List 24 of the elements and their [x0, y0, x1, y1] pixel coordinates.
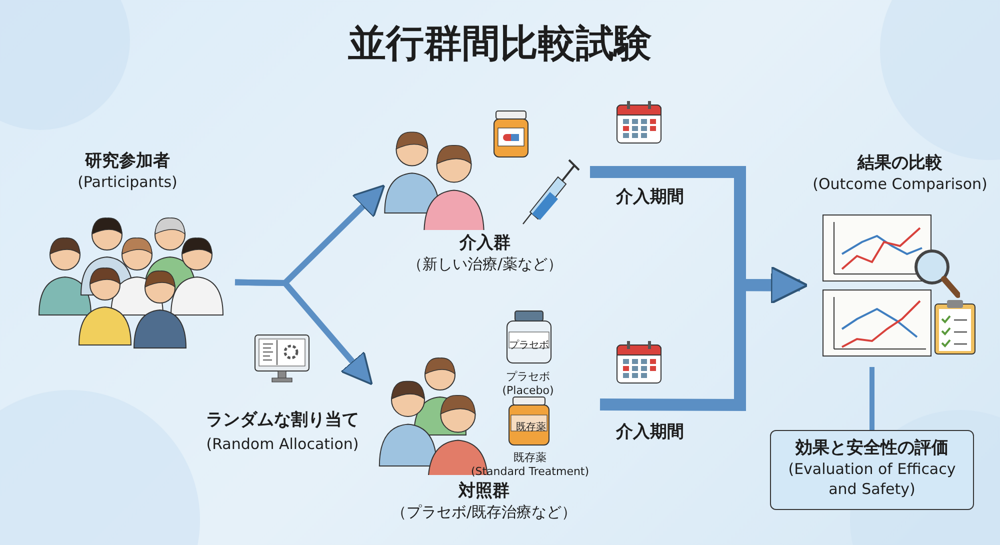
node-heading: 対照群 [458, 480, 510, 502]
edge-label: 介入期間 [616, 187, 684, 207]
item-caption: (Placebo) [502, 384, 554, 397]
node-subtitle: (Evaluation of Efficacy and Safety) [787, 459, 957, 499]
title: 並行群間比較試験 [348, 20, 652, 67]
item-caption: 既存薬 [514, 451, 546, 464]
bottle-label: プラセボ [509, 340, 549, 351]
node-heading: 介入群 [460, 232, 510, 254]
node-subtitle: (Participants) [78, 172, 178, 192]
arrow [234, 279, 373, 386]
connector-line [870, 367, 874, 430]
result-box [770, 430, 974, 510]
step-label: ランダムな割り当て [206, 410, 359, 430]
node-subtitle: （プラセボ/既存治療など） [391, 502, 577, 522]
node-subtitle: （新しい治療/薬など） [407, 254, 563, 274]
node-heading: 研究参加者 [85, 150, 170, 172]
node-heading: 結果の比較 [858, 152, 942, 174]
bottle-label: 既存薬 [516, 422, 546, 433]
item-caption: プラセボ [506, 370, 550, 383]
arrow [600, 266, 808, 412]
node-subtitle: (Outcome Comparison) [812, 174, 988, 194]
step-label: (Random Allocation) [206, 435, 359, 453]
node-heading: 効果と安全性の評価 [796, 437, 948, 459]
edge-label: 介入期間 [616, 422, 684, 442]
